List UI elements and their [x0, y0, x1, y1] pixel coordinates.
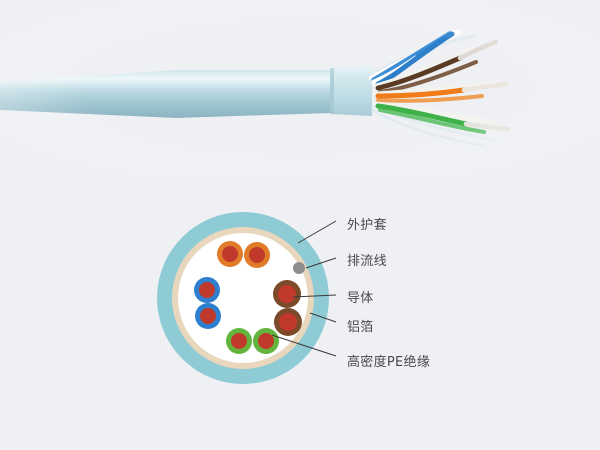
- green-pair-gap-bottom: [249, 350, 256, 355]
- orange-pair-conductor-1: [222, 246, 238, 262]
- blue-pair-gap-left: [193, 299, 199, 307]
- green-pair-conductor-2: [258, 333, 274, 349]
- blue-pair-gap-right: [216, 299, 222, 307]
- brown-pair-conductor-2: [279, 313, 297, 331]
- label-aluminum-foil: 铝箔: [347, 320, 374, 335]
- brown-pair: [272, 280, 303, 336]
- label-hd-pe-insulation: 高密度PE绝缘: [347, 355, 431, 370]
- brown-pair-gap-right: [297, 304, 303, 312]
- cable-core-area: [178, 233, 308, 363]
- leader-line-aluminum-foil: [309, 312, 337, 323]
- label-conductor: 导体: [347, 291, 374, 306]
- orange-pair-gap-bottom: [240, 263, 247, 269]
- leader-line-drain-wire: [305, 257, 337, 269]
- blue-pair: [193, 277, 222, 329]
- green-pair: [226, 327, 279, 355]
- orange-pair-gap-top: [240, 240, 247, 246]
- orange-pair-conductor-2: [249, 247, 265, 263]
- drain-wire-dot: [293, 262, 305, 274]
- leader-line-hd-pe-insulation: [271, 334, 337, 357]
- blue-pair-conductor-1: [199, 282, 215, 298]
- label-drain-wire: 排流线: [347, 254, 387, 269]
- leader-line-outer-jacket: [297, 220, 337, 244]
- leader-line-conductor: [292, 294, 337, 298]
- blue-pair-conductor-2: [200, 308, 216, 324]
- label-outer-jacket: 外护套: [347, 218, 387, 233]
- green-pair-gap-top: [249, 327, 256, 332]
- brown-pair-conductor-1: [278, 285, 296, 303]
- orange-pair: [217, 240, 270, 269]
- green-pair-conductor-1: [231, 333, 247, 349]
- brown-pair-gap-left: [272, 304, 278, 312]
